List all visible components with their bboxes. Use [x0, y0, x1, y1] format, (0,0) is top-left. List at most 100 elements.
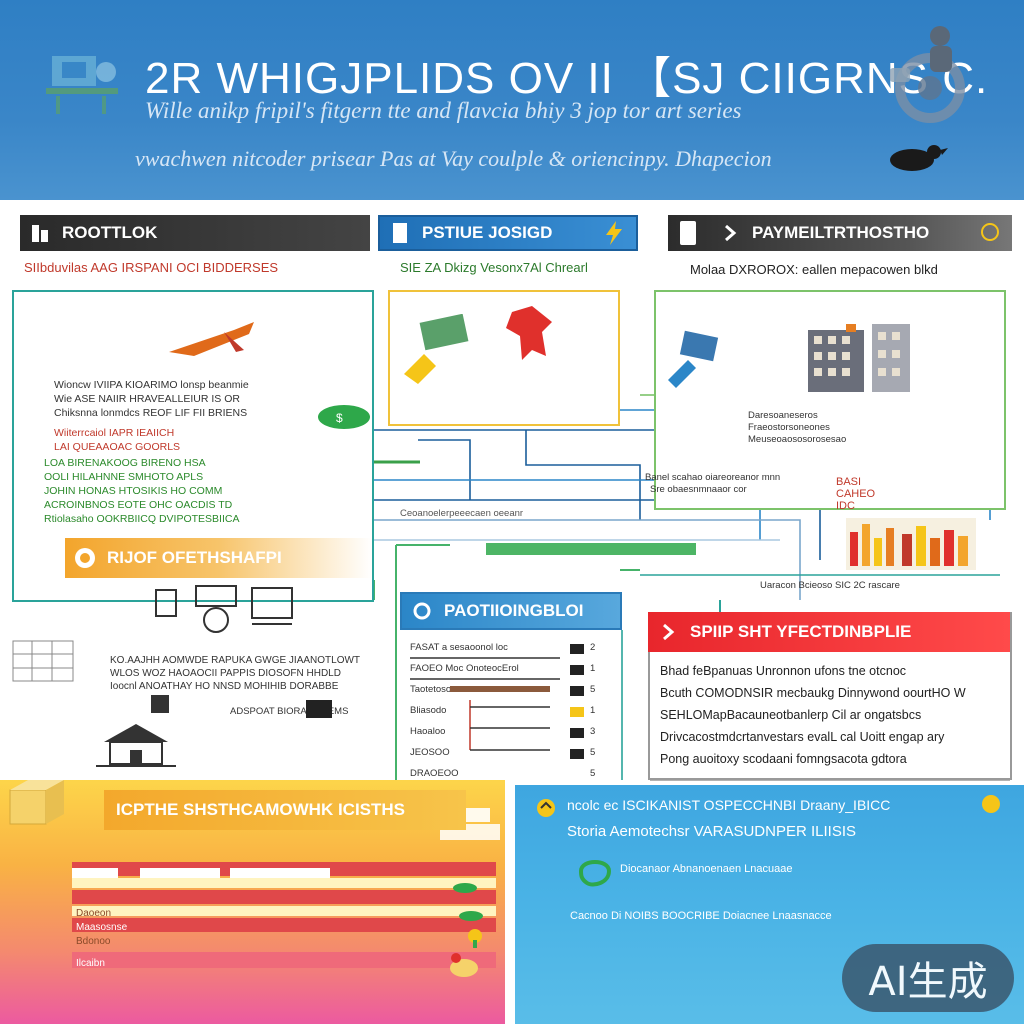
gear-icon — [408, 597, 436, 625]
list-item: FASAT a sesaoonol loc 2 — [410, 642, 596, 653]
buildings-icon — [806, 322, 916, 394]
positioning-bars — [410, 644, 584, 759]
text-line: Bhad feBpanuas Unronnon ufons tne otcnoc — [660, 664, 907, 678]
section-header-postiue: PSTIUE JOSIGD — [378, 215, 638, 251]
section-caption: Molaa DXROROX: eallen mepacowen blkd — [690, 262, 938, 277]
section-title: ROOTTLOK — [62, 223, 158, 242]
lightning-icon — [600, 219, 628, 247]
chart-card-icon — [398, 314, 470, 384]
text-line: Wioncw IVIIPA KIOARIMO lonsp beanmie — [54, 379, 249, 391]
bird-icon — [880, 140, 950, 176]
tablet-icon — [674, 219, 702, 247]
list-item: FAOEO Moc OnoteocErol 1 — [410, 663, 596, 674]
text-line: Rtiolasaho OOKRBIICQ DVIPOTESBIICA — [44, 513, 240, 525]
mid-text: Banel scahao oiareoreanor mnn — [645, 472, 781, 483]
panel-bottom-left: Daoeon Maasosnse Bdonoo Ilcaibn — [0, 780, 505, 1024]
text-line: JOHIN HONAS HTOSIKIS HO COMM — [44, 485, 223, 497]
list-item: JEOSOO 5 — [410, 747, 596, 758]
mid-text: Uaracon Bcieoso SIC 2C rascare — [760, 580, 900, 591]
lightbulb-icon — [976, 219, 1004, 247]
row-mark: 3 — [590, 726, 596, 737]
plant-icon — [456, 906, 486, 922]
text-line: ACROINBNOS EOTE OHC OACDIS TD — [44, 499, 233, 511]
section-header-icpthe: ICPTHE SHSTHCAMOWHK ICISTHS — [104, 790, 466, 830]
text-line: Meuseoaososorosesao — [748, 434, 847, 445]
section-caption: SIIbduvilas AAG IRSPANI OCI BIDDERSES — [24, 260, 279, 275]
row-label: Ilcaibn — [76, 958, 105, 969]
panel-payment: Daresoaneseros Fraeostorsoneones Meuseoa… — [654, 290, 1006, 510]
text-line: Drivcacostmdcrtanvestars evalL cal Uoitt… — [660, 730, 945, 744]
house-icon — [96, 722, 176, 768]
text-line: Daresoaneseros — [748, 410, 818, 421]
cup-icon — [446, 950, 482, 978]
banner-subtitle-1: Wille anikp fripil's fitgern tte and fla… — [145, 98, 742, 123]
row-label: Maasosnse — [76, 922, 128, 933]
panel-subheading: Storia Aemotechsr VARASUDNPER ILIISIS — [567, 823, 856, 840]
section-title: PSTIUE JOSIGD — [422, 223, 553, 242]
row-mark: 5 — [590, 684, 596, 695]
section-header-spiip: SPIIP SHT YFECTDINBPLIE — [648, 612, 1010, 652]
machine-sketch-icon — [152, 584, 302, 640]
text-line: Chiksnna lonmdcs REOF LIF FII BRIENS — [54, 407, 248, 419]
row-mark: 5 — [590, 768, 596, 779]
circle-arrow-icon — [535, 797, 557, 819]
section-caption: SIE ZA Dkizg Vesonx7Al Chrearl — [400, 260, 588, 275]
section-title: RIJOF OFETHSHAFPI — [107, 548, 282, 567]
money-icon: $ — [314, 402, 374, 432]
positioning-list: FASAT a sesaoonol loc 2 FAOEO Moc Onoteo… — [410, 640, 610, 787]
airplane-icon — [164, 320, 264, 360]
text-line: WLOS WOZ HAOAOCII PAPPIS DIOSOFN HHDLD — [110, 668, 341, 679]
grid-table-icon — [12, 640, 74, 682]
text-line: LOA BIRENAKOOG BIRENO HSA — [44, 457, 206, 469]
section-header-payment: PAYMEILTRTHOSTHO — [668, 215, 1012, 251]
desk-computer-icon — [42, 48, 122, 118]
mid-text: Sre obaesnmnaaor cor — [650, 484, 747, 495]
section-header-rootlook: ROOTTLOK — [20, 215, 370, 251]
dark-box-icon — [306, 700, 332, 718]
map-pin-icon — [573, 853, 617, 889]
chevron-right-icon — [716, 219, 744, 247]
chevron-right-icon — [654, 618, 682, 646]
building-icon — [26, 219, 54, 247]
figure-red-icon — [502, 302, 558, 362]
text-line: OOLI HILAHNNE SMHOTO APLS — [44, 471, 204, 483]
text-line: SEHLOMapBacauneotbanlerp Cil ar ongatsbc… — [660, 708, 922, 722]
list-item: Bliasodo 1 — [410, 705, 596, 716]
header-banner: 2R WHIGJPLIDS OV II 【SJ CIIGRNS C. Wille… — [0, 0, 1024, 200]
ai-generated-badge: AI生成 — [842, 944, 1014, 1012]
text-line: Wie ASE NAIIR HRAVEALLEIUR IS OR — [54, 393, 240, 405]
svg-text:$: $ — [336, 411, 343, 425]
text-line: Bcuth COMODNSIR mecbaukg Dinnywond oourt… — [660, 686, 966, 700]
tag-icon — [664, 330, 720, 388]
banner-subtitle-2: vwachwen nitcoder prisear Pas at Vay cou… — [135, 146, 772, 171]
box-stack-icon — [2, 780, 72, 840]
list-item: DRAOEOO 5 — [410, 768, 596, 779]
mid-text: BASI CAHEO IDC — [836, 476, 876, 512]
row-mark: 1 — [590, 705, 596, 716]
section-title: PAOTIIOINGBLOI — [444, 601, 584, 620]
row-mark: 5 — [590, 747, 596, 758]
section-header-roof: RIJOF OFETHSHAFPI — [65, 538, 372, 578]
plant-icon — [450, 878, 480, 894]
banner-title: 2R WHIGJPLIDS OV II 【SJ CIIGRNS C. — [145, 54, 989, 103]
gear-person-icon — [870, 18, 980, 128]
text-line: KO.AAJHH AOMWDE RAPUKA GWGE JIAANOTLOWT — [110, 655, 361, 666]
document-icon — [386, 219, 414, 247]
panel-heading: ncolc ec ISCIKANIST OSPECCHNBI Draany_IB… — [567, 797, 891, 813]
section-header-positioning: PAOTIIOINGBLOI — [400, 592, 622, 630]
panel-postiue — [388, 290, 620, 426]
section-title: ICPTHE SHSTHCAMOWHK ICISTHS — [116, 800, 405, 819]
section-title: PAYMEILTRTHOSTHO — [752, 223, 930, 242]
text-line: Wiiterrcaiol IAPR IEAIICH — [54, 427, 175, 439]
list-item: Haoaloo 3 — [410, 726, 596, 737]
row-mark: 2 — [590, 642, 596, 653]
text-line: Pong auoitoxy scodaani fomngsacota gdtor… — [660, 752, 907, 766]
text-line: Diocanaor Abnanoenaen Lnacuaae — [620, 863, 793, 875]
section-title: SPIIP SHT YFECTDINBPLIE — [690, 622, 912, 641]
row-label: Bdonoo — [76, 936, 111, 947]
grid-small-icon — [150, 694, 170, 714]
text-line: LAI QUEAAOAC GOORLS — [54, 441, 181, 453]
sun-icon — [980, 793, 1002, 815]
mid-text: ADSPOAT BIORAMLMEMS — [230, 706, 349, 717]
text-line: Ioocnl ANOATHAY HO NNSD MOHIHIB DORABBE — [110, 681, 339, 692]
